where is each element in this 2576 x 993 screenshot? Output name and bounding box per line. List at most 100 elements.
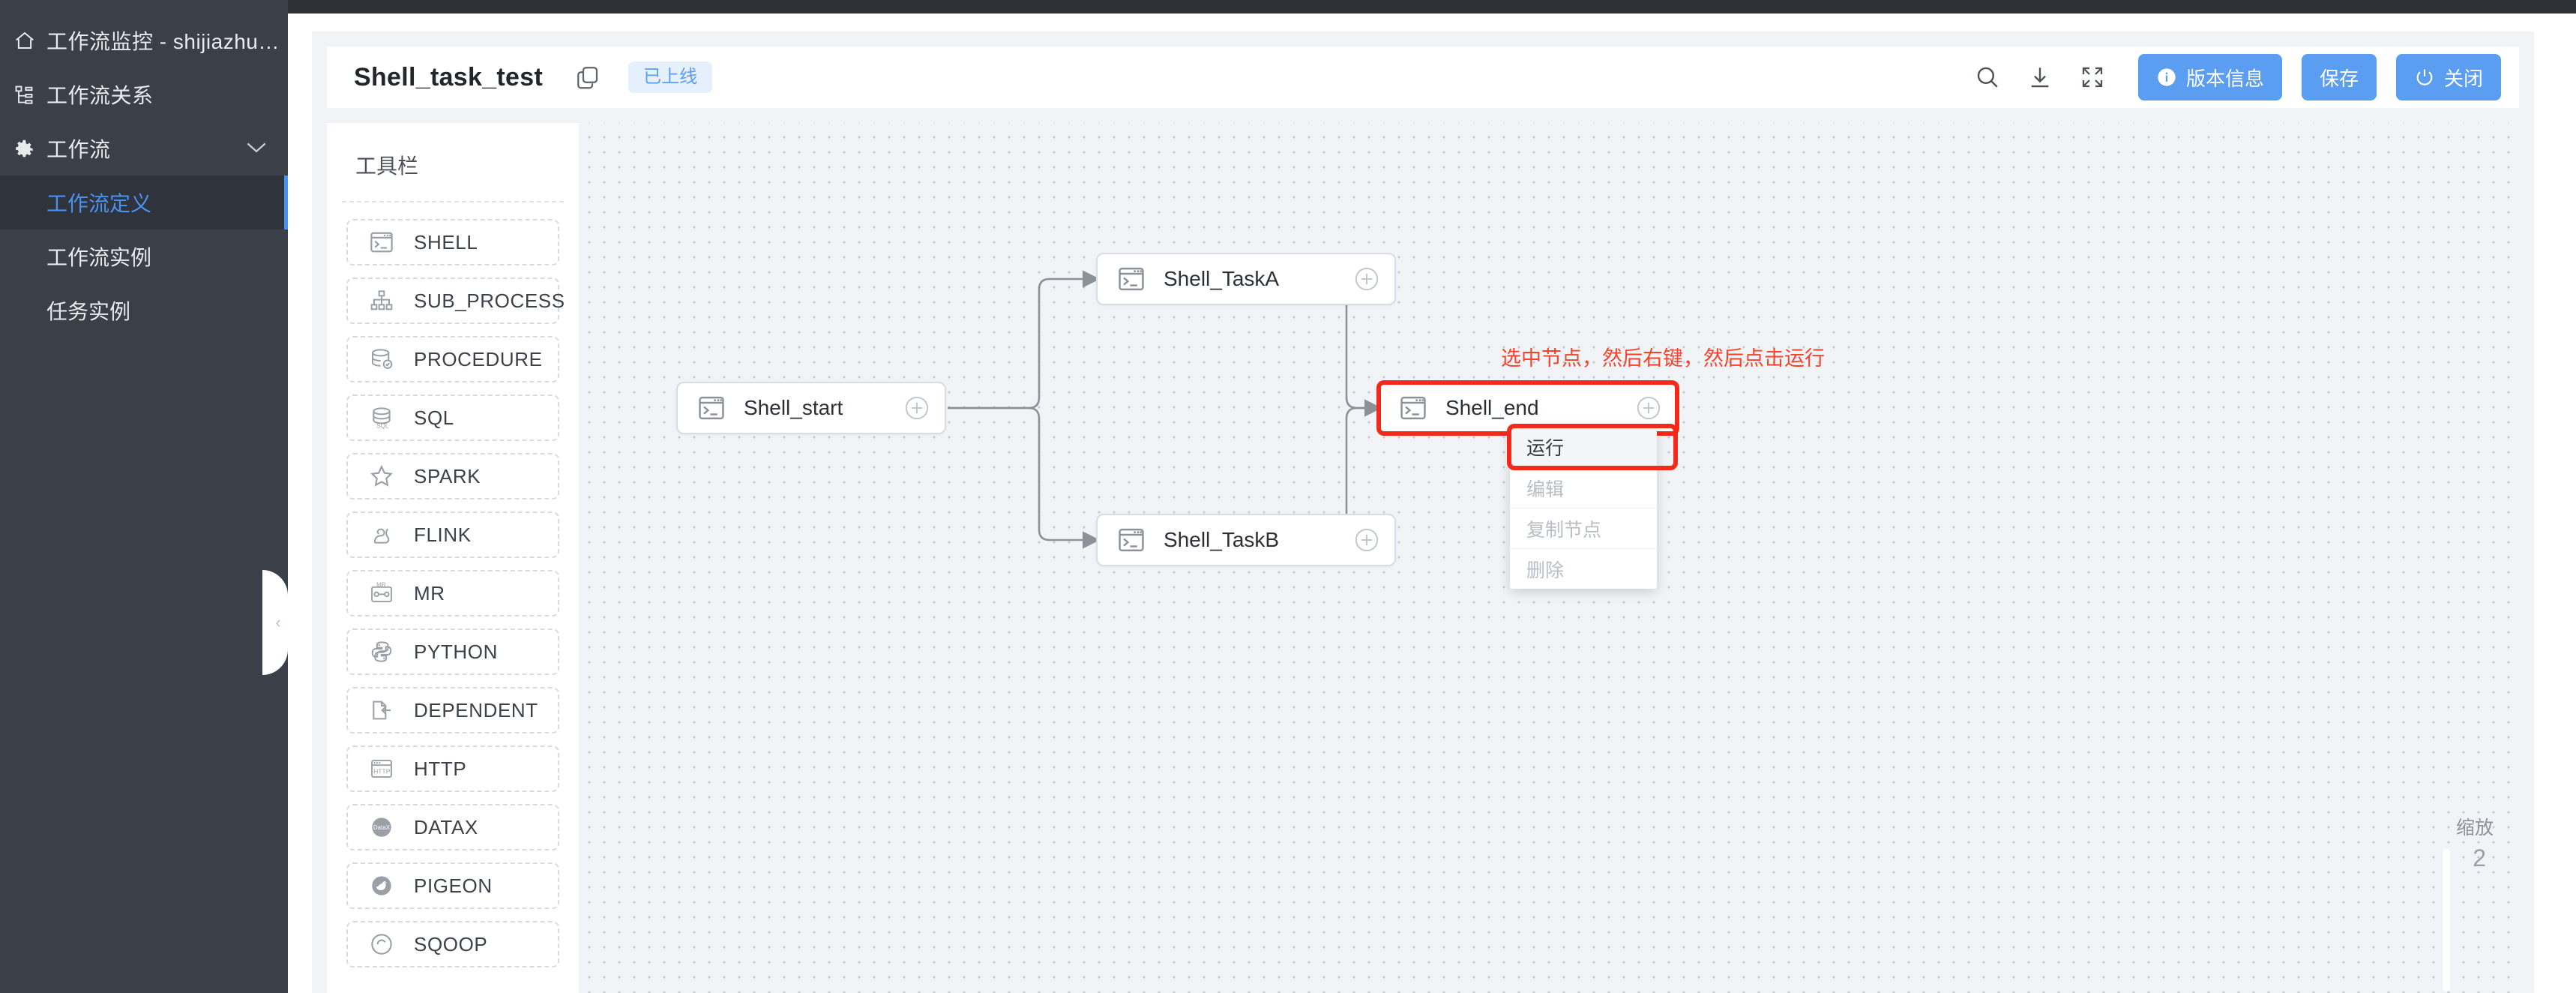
workflow-node-shell-taska[interactable]: Shell_TaskA [1096, 253, 1396, 305]
tool-item-http[interactable]: HTTP HTTP [346, 746, 559, 792]
download-icon[interactable] [2014, 55, 2066, 100]
version-info-button[interactable]: 版本信息 [2137, 54, 2282, 100]
left-sidebar: 工作流监控 - shijiazhuan… 工作流关系 工作流 [0, 0, 288, 993]
page-body: Shell_task_test 已上线 [288, 14, 2576, 993]
tool-label: HTTP [414, 757, 467, 780]
node-label: Shell_TaskB [1164, 528, 1280, 551]
tool-item-shell[interactable]: SHELL [346, 219, 559, 266]
tool-item-flink[interactable]: FLINK [346, 512, 559, 558]
workflow-node-shell-taskb[interactable]: Shell_TaskB [1096, 514, 1396, 566]
sidebar-item-label: 工作流监控 - shijiazhuan… [46, 30, 288, 53]
add-node-icon[interactable] [1354, 527, 1379, 553]
squirrel-icon [364, 524, 399, 546]
add-node-icon[interactable] [1354, 266, 1379, 292]
tool-item-sql[interactable]: SQL SQL [346, 394, 559, 441]
sidebar-item-workflow-monitor[interactable]: 工作流监控 - shijiazhuan… [0, 14, 288, 68]
sidebar-item-label: 工作流 [46, 138, 111, 161]
workflow-node-shell-start[interactable]: Shell_start [676, 382, 946, 434]
context-menu-item-copy-node: 复制节点 [1510, 508, 1657, 548]
star-icon [364, 464, 399, 488]
fullscreen-icon[interactable] [2066, 55, 2119, 100]
tool-label: FLINK [414, 523, 472, 546]
toolbox-panel: 工具栏 SHELL [327, 123, 579, 993]
save-button[interactable]: 保存 [2301, 54, 2377, 100]
http-window-icon: HTTP [364, 758, 399, 780]
gear-icon [13, 137, 46, 160]
tool-item-procedure[interactable]: PROCEDURE [346, 336, 559, 382]
sidebar-collapse-button[interactable]: ‹ [266, 596, 290, 649]
svg-text:HTTP: HTTP [373, 768, 391, 776]
sitemap-icon [13, 84, 46, 105]
annotation-text: 选中节点，然后右键，然后点击运行 [1501, 347, 1825, 370]
context-menu-label: 运行 [1526, 438, 1565, 459]
context-menu-label: 复制节点 [1526, 519, 1602, 541]
sidebar-item-task-instance[interactable]: 任务实例 [0, 284, 288, 338]
save-label: 保存 [2319, 67, 2359, 90]
node-context-menu[interactable]: 运行 编辑 复制节点 删除 [1507, 424, 1678, 589]
terminal-icon [1117, 266, 1147, 292]
node-label: Shell_start [744, 396, 843, 419]
python-icon [364, 640, 399, 664]
tool-item-pigeon[interactable]: PIGEON [346, 862, 559, 909]
terminal-icon [697, 395, 727, 421]
terminal-icon [1399, 395, 1429, 421]
tool-item-sub-process[interactable]: SUB_PROCESS [346, 278, 565, 324]
version-info-label: 版本信息 [2185, 67, 2264, 90]
node-label: Shell_TaskA [1164, 267, 1280, 290]
context-menu-item-edit: 编辑 [1510, 467, 1657, 508]
tool-label: DATAX [414, 815, 478, 838]
tool-label: SUB_PROCESS [414, 289, 565, 312]
tool-label: PROCEDURE [414, 347, 543, 370]
status-badge: 已上线 [628, 62, 713, 93]
terminal-icon [364, 231, 399, 254]
close-button[interactable]: 关闭 [2395, 54, 2501, 100]
power-icon [2414, 67, 2435, 88]
toolbox-title: 工具栏 [355, 154, 419, 178]
tool-label: SQL [414, 406, 454, 429]
tool-label: SQOOP [414, 932, 488, 956]
tool-item-sqoop[interactable]: SQOOP [346, 921, 559, 968]
chevron-down-icon[interactable] [246, 139, 267, 158]
search-icon[interactable] [1961, 55, 2014, 100]
context-menu-label: 编辑 [1526, 478, 1565, 500]
toolbox-list: SHELL SUB_PROCESS [327, 202, 579, 968]
add-node-icon[interactable] [904, 395, 930, 421]
sidebar-item-workflow-definition[interactable]: 工作流定义 [0, 176, 288, 230]
terminal-icon [1117, 527, 1147, 553]
sitemap-icon [364, 290, 399, 312]
sidebar-subitem-label: 任务实例 [46, 300, 131, 323]
tool-item-datax[interactable]: DataX DATAX [346, 804, 559, 850]
tool-item-mr[interactable]: MR MR [346, 570, 559, 616]
copy-icon[interactable] [574, 64, 601, 91]
sidebar-item-workflow-instance[interactable]: 工作流实例 [0, 230, 288, 284]
workflow-main: 工具栏 SHELL [327, 123, 2519, 993]
add-node-icon[interactable] [1636, 395, 1661, 421]
database-sql-icon: SQL [364, 406, 399, 429]
tool-label: PIGEON [414, 874, 493, 897]
sidebar-collapse-notch [262, 570, 288, 675]
sqoop-icon [364, 932, 399, 956]
mr-window-icon: MR [364, 582, 399, 604]
home-icon [13, 29, 46, 52]
context-menu-item-run[interactable]: 运行 [1507, 424, 1678, 470]
workflow-canvas[interactable]: Shell_start [579, 123, 2519, 993]
context-menu-label: 删除 [1526, 560, 1565, 581]
tool-item-spark[interactable]: SPARK [346, 453, 559, 500]
tool-item-python[interactable]: PYTHON [346, 628, 559, 675]
zoom-label: 缩放 [2455, 818, 2494, 838]
tool-item-dependent[interactable]: DEPENDENT [346, 687, 559, 734]
dependent-icon [364, 699, 399, 722]
tool-label: SPARK [414, 464, 481, 488]
sidebar-item-workflow-relation[interactable]: 工作流关系 [0, 68, 288, 122]
zoom-control[interactable]: 缩放 2 [2408, 813, 2498, 993]
svg-text:SQL: SQL [376, 422, 389, 429]
window-top-strip [0, 0, 2576, 14]
pigeon-icon [364, 874, 399, 898]
sidebar-subitem-label: 工作流实例 [46, 246, 152, 269]
toolbox-divider [342, 201, 564, 202]
chevron-left-icon: ‹ [275, 613, 281, 632]
tool-label: MR [414, 581, 445, 604]
zoom-slider-track[interactable] [2443, 849, 2450, 992]
sidebar-item-workflow[interactable]: 工作流 [0, 122, 288, 176]
